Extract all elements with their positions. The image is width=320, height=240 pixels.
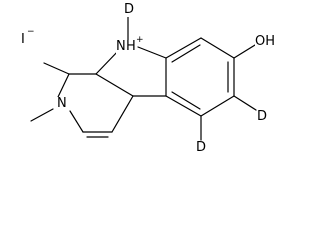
indole-hydrogen-label: H xyxy=(126,39,136,54)
bond-n-c8a xyxy=(137,46,167,59)
deuterium-ring-upper-label: D xyxy=(257,109,268,124)
bond-c6-d xyxy=(233,95,257,111)
bond-n2-c3 xyxy=(69,110,84,133)
bond-lines xyxy=(30,15,257,141)
bond-n2-methyl xyxy=(30,108,54,122)
pyridine-nitrogen-label: N xyxy=(57,96,67,111)
iodide-label: I xyxy=(21,32,25,47)
bond-c8a-c8-double xyxy=(171,44,201,63)
hydroxyl-label: OH xyxy=(255,34,276,49)
bond-c4a-c9a xyxy=(95,73,134,97)
bond-c4-c4a xyxy=(111,95,134,133)
iodide-charge: − xyxy=(27,27,35,37)
bond-c7-oh xyxy=(233,44,256,59)
bond-c5-c4b xyxy=(165,95,202,117)
molecule-diagram: I − D N H + N OH D D xyxy=(21,2,276,155)
bond-c1-n2 xyxy=(57,73,70,98)
bond-c8a-c8 xyxy=(165,37,202,59)
indole-nitrogen-label: N xyxy=(116,39,126,54)
bond-c1-methyl xyxy=(43,62,70,75)
deuterium-n-label: D xyxy=(124,2,135,17)
bond-c6-c5 xyxy=(200,95,235,117)
bond-c8-c7 xyxy=(200,37,235,59)
deuterium-ring-lower-label: D xyxy=(196,140,207,155)
indole-plus-charge: + xyxy=(136,35,144,45)
bond-c5-c4b-double xyxy=(171,91,201,110)
